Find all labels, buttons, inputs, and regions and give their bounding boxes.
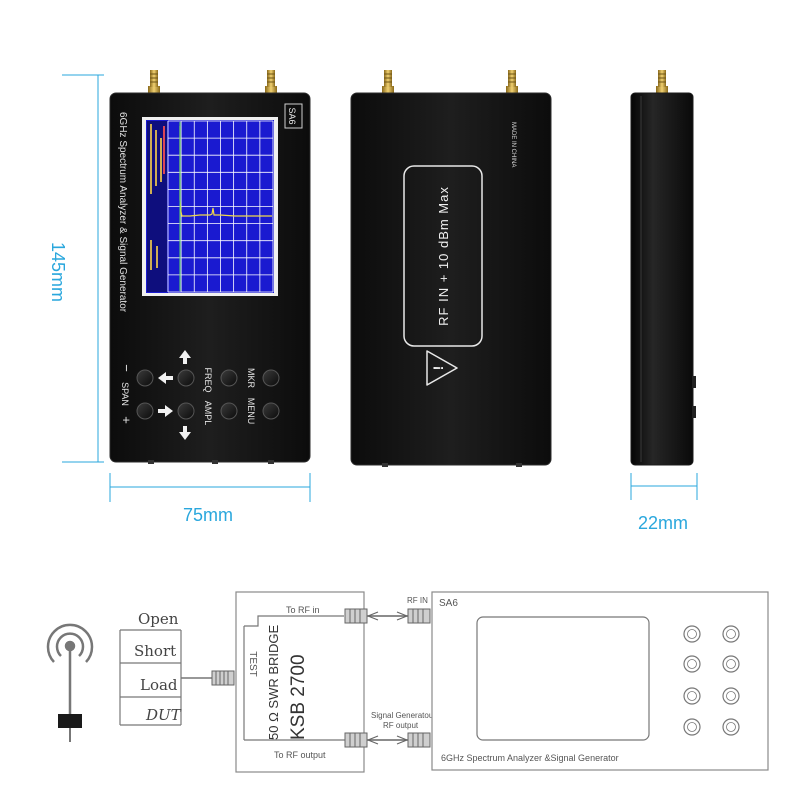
arrow-left-icon xyxy=(158,372,173,384)
bridge-model: KSB 2700 xyxy=(288,654,309,740)
key-row2-3[interactable] xyxy=(220,402,238,420)
depth-label: 22mm xyxy=(638,513,688,533)
key-row1-4[interactable] xyxy=(262,369,280,387)
warning-glyph: ! xyxy=(430,366,446,371)
device-back: RF IN + 10 dBm Max MADE IN CHINA ! xyxy=(350,70,552,467)
analyzer-button-4[interactable] xyxy=(722,655,740,673)
spectrum-screen xyxy=(142,117,278,296)
key-label-freq: FREQ xyxy=(203,367,213,392)
sma-connector-side xyxy=(656,70,668,94)
bridge-test-label: TEST xyxy=(247,651,258,677)
analyzer-rf-out-connector xyxy=(407,732,431,748)
height-label: 145mm xyxy=(48,242,68,302)
arrow-right-icon xyxy=(158,405,173,417)
arrow-up-icon xyxy=(179,350,191,364)
analyzer-signal-generator-label: Signal Generatou xyxy=(371,711,433,720)
model-badge-text: SA6 xyxy=(287,107,297,124)
key-row2-1[interactable] xyxy=(136,402,154,420)
load-option-open[interactable]: Open xyxy=(138,610,179,628)
analyzer-screen xyxy=(476,616,650,741)
load-option-dut[interactable]: DUT xyxy=(145,706,182,724)
antenna-icon xyxy=(46,623,94,720)
side-body xyxy=(630,92,694,466)
load-option-load[interactable]: Load xyxy=(140,676,178,694)
side-switch-2[interactable] xyxy=(692,406,696,418)
analyzer-button-3[interactable] xyxy=(683,655,701,673)
bridge-to-rf-in: To RF in xyxy=(286,605,320,615)
rf-label-frame xyxy=(403,165,483,347)
test-port-connector xyxy=(211,670,235,686)
bridge-title: 50 Ω SWR BRIDGE xyxy=(266,624,281,740)
analyzer-button-8[interactable] xyxy=(722,718,740,736)
key-label-plus: + xyxy=(119,416,134,424)
key-row1-3[interactable] xyxy=(220,369,238,387)
load-option-short[interactable]: Short xyxy=(134,642,176,660)
side-switch-1[interactable] xyxy=(692,376,696,388)
key-row2-2[interactable] xyxy=(177,402,195,420)
keypad xyxy=(158,350,191,440)
sma-connector-left xyxy=(148,70,160,94)
analyzer-button-2[interactable] xyxy=(722,625,740,643)
analyzer-button-5[interactable] xyxy=(683,687,701,705)
bridge-to-rf-output: To RF output xyxy=(274,750,326,760)
key-label-span: SPAN xyxy=(120,382,130,406)
analyzer-rf-output-label: RF output xyxy=(383,721,419,730)
analyzer-rf-in-label: RF IN xyxy=(407,596,428,605)
key-label-menu: MENU xyxy=(246,398,256,425)
bridge-rf-in-connector xyxy=(344,608,368,624)
analyzer-button-6[interactable] xyxy=(722,687,740,705)
dimension-height xyxy=(62,74,104,463)
warning-triangle-icon xyxy=(426,350,458,386)
dimension-depth xyxy=(630,473,698,500)
key-row1-1[interactable] xyxy=(136,369,154,387)
device-side xyxy=(630,70,696,466)
model-badge xyxy=(284,103,303,129)
dimension-width xyxy=(109,473,311,502)
front-vertical-title: 6GHz Spectrum Analyzer & Signal Generato… xyxy=(117,112,128,313)
made-in-label: MADE IN CHINA xyxy=(510,122,516,167)
rf-label: RF IN + 10 dBm Max xyxy=(436,186,451,326)
swr-bridge-box xyxy=(235,591,365,773)
sma-connector-back-right xyxy=(506,70,518,94)
key-label-minus: − xyxy=(119,364,134,372)
spectrum-trace xyxy=(179,126,272,217)
bridge-rf-out-connector xyxy=(344,732,368,748)
analyzer-button-1[interactable] xyxy=(683,625,701,643)
device-front: SA6 6GHz Spectrum Analyzer & Signal Gene… xyxy=(109,70,311,464)
sma-connector-right xyxy=(265,70,277,94)
width-label: 75mm xyxy=(183,505,233,525)
connection-diagram: Open Short Load DUT To RF in TEST 50 Ω S… xyxy=(46,591,769,773)
sma-connector-back-left xyxy=(382,70,394,94)
key-label-mkr: MKR xyxy=(246,368,256,389)
analyzer-rf-in-connector xyxy=(407,608,431,624)
key-row2-4[interactable] xyxy=(262,402,280,420)
key-label-ampl: AMPL xyxy=(203,401,213,426)
analyzer-model: SA6 xyxy=(439,598,458,609)
analyzer-buttons xyxy=(683,625,740,736)
back-body xyxy=(350,92,552,466)
analyzer-caption: 6GHz Spectrum Analyzer &Signal Generator xyxy=(441,753,619,763)
key-row1-2[interactable] xyxy=(177,369,195,387)
analyzer-button-7[interactable] xyxy=(683,718,701,736)
arrow-down-icon xyxy=(179,426,191,440)
